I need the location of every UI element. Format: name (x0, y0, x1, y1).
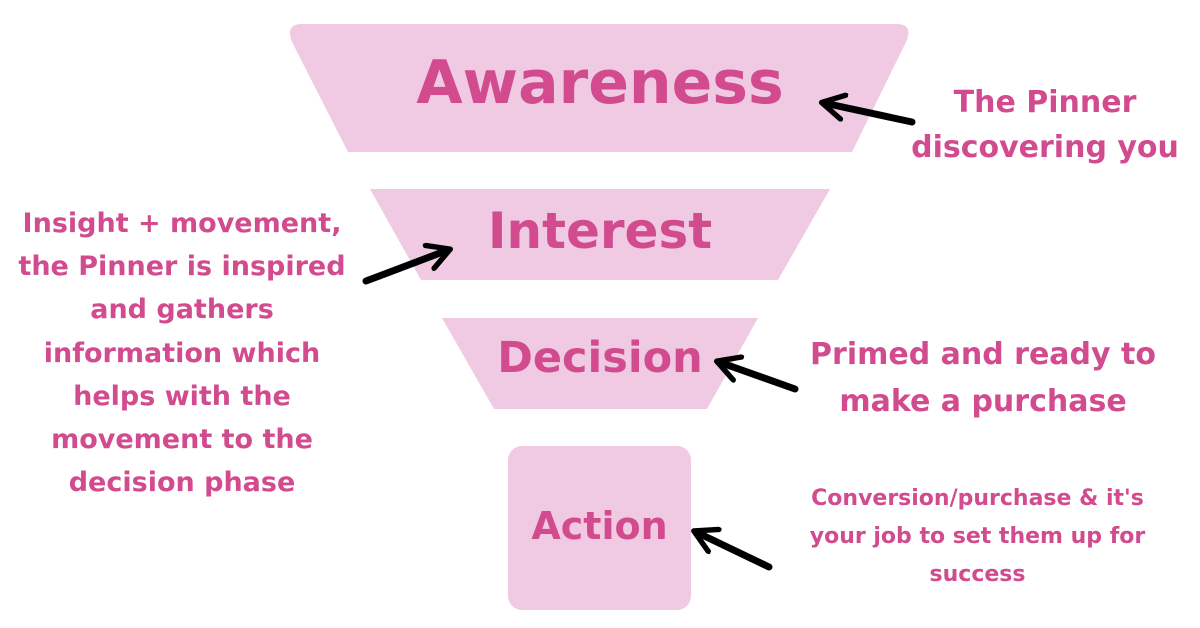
annotation-decision: Primed and ready to make a purchase (810, 337, 1156, 419)
stage-label-action: Action (531, 504, 668, 548)
funnel-stage-awareness (289, 24, 909, 152)
arrow-awareness (824, 103, 916, 126)
funnel-stage-action (508, 446, 691, 610)
annotation-action: Conversion/purchase & it's your job to s… (809, 486, 1146, 587)
funnel-stage-interest (370, 189, 830, 280)
annotation-awareness: The Pinner discovering you (911, 85, 1179, 165)
arrow-decision (719, 362, 799, 393)
funnel-stage-decision (442, 318, 758, 409)
arrow-interest (362, 250, 448, 285)
annotation-interest: Insight + movement, the Pinner is inspir… (18, 208, 346, 499)
stage-label-awareness: Awareness (416, 48, 784, 118)
stage-label-interest: Interest (487, 202, 713, 260)
arrow-action (696, 532, 773, 571)
stage-label-decision: Decision (497, 333, 703, 383)
